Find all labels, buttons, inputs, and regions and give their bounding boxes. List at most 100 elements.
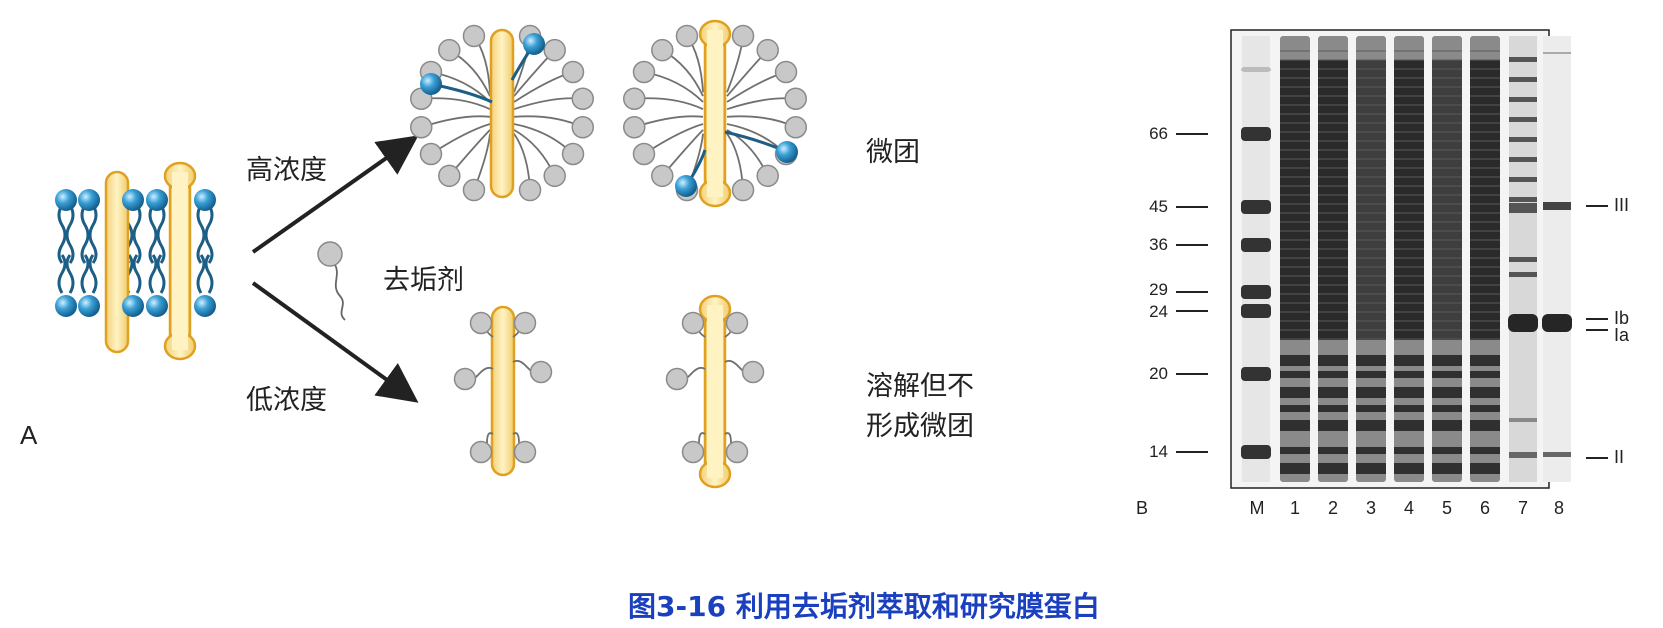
gel-stripe bbox=[1432, 140, 1462, 142]
gel-stripe bbox=[1394, 302, 1424, 304]
gel-stripe bbox=[1432, 311, 1462, 313]
gel-band bbox=[1509, 452, 1537, 458]
gel-stripe bbox=[1280, 275, 1310, 277]
dissolve-label-line2: 形成微团 bbox=[866, 411, 974, 442]
lipid-tail bbox=[204, 254, 214, 294]
micelle-right bbox=[622, 19, 808, 208]
gel-stripe bbox=[1280, 239, 1310, 241]
gel-stripe bbox=[1470, 122, 1500, 124]
lipid-tail bbox=[204, 204, 214, 264]
gel-band bbox=[1241, 238, 1271, 252]
gel-stripe bbox=[1318, 221, 1348, 223]
detergent-head bbox=[741, 360, 765, 384]
gel-stripe bbox=[1470, 149, 1500, 151]
gel-band bbox=[1280, 405, 1310, 412]
gel-stripe bbox=[1432, 284, 1462, 286]
detergent-head bbox=[469, 311, 493, 335]
gel-band bbox=[1543, 202, 1571, 210]
lipid-head bbox=[146, 189, 168, 211]
gel-stripe bbox=[1318, 257, 1348, 259]
gel-stripe bbox=[1356, 230, 1386, 232]
lipid-head bbox=[78, 189, 100, 211]
gel-stripe bbox=[1356, 149, 1386, 151]
lipid-head bbox=[194, 295, 216, 317]
gel-stripe bbox=[1318, 140, 1348, 142]
detergent-head bbox=[725, 440, 749, 464]
gel-stripe bbox=[1394, 131, 1424, 133]
lane-label-3: 3 bbox=[1365, 498, 1376, 518]
gel-stripe bbox=[1280, 329, 1310, 331]
gel-stripe bbox=[1432, 203, 1462, 205]
detergent-head bbox=[462, 178, 486, 202]
lipid-tail bbox=[88, 204, 98, 264]
gel-stripe bbox=[1394, 95, 1424, 97]
detergent-head bbox=[756, 38, 779, 62]
gel-stripe bbox=[1356, 338, 1386, 340]
gel-stripe bbox=[1470, 302, 1500, 304]
panel-a-label: A bbox=[20, 420, 38, 450]
band-label-iii: III bbox=[1614, 195, 1630, 215]
detergent-head bbox=[453, 367, 477, 391]
gel-band bbox=[1432, 355, 1462, 366]
sds-page-gel bbox=[1176, 29, 1608, 489]
marker-14: 14 bbox=[1149, 442, 1168, 461]
gel-stripe bbox=[1470, 239, 1500, 241]
gel-stripe bbox=[1280, 59, 1310, 61]
gel-stripe bbox=[1356, 194, 1386, 196]
gel-band bbox=[1356, 405, 1386, 412]
lipid-head bbox=[78, 295, 100, 317]
gel-stripe bbox=[1318, 275, 1348, 277]
gel-stripe bbox=[1470, 293, 1500, 295]
low-concentration-label: 低浓度 bbox=[246, 385, 327, 416]
gel-stripe bbox=[1394, 194, 1424, 196]
gel-band bbox=[1280, 355, 1310, 366]
gel-band bbox=[1432, 420, 1462, 431]
gel-band bbox=[1241, 67, 1271, 72]
detergent-head bbox=[543, 164, 566, 188]
gel-stripe bbox=[1432, 257, 1462, 259]
gel-stripe bbox=[1470, 203, 1500, 205]
gel-lane bbox=[1242, 36, 1270, 482]
gel-band bbox=[1318, 447, 1348, 454]
lipid-head bbox=[122, 295, 144, 317]
detergent-head bbox=[784, 87, 808, 111]
gel-band bbox=[1509, 57, 1537, 62]
gel-stripe bbox=[1432, 329, 1462, 331]
detergent-head bbox=[622, 115, 646, 139]
protein-body bbox=[707, 305, 723, 478]
gel-stripe bbox=[1356, 50, 1386, 52]
gel-stripe bbox=[1280, 230, 1310, 232]
lipid-head bbox=[523, 33, 545, 55]
detergent-head bbox=[681, 440, 705, 464]
detergent-head bbox=[681, 311, 705, 335]
gel-stripe bbox=[1318, 212, 1348, 214]
gel-band bbox=[1394, 447, 1424, 454]
gel-stripe bbox=[1356, 257, 1386, 259]
gel-stripe bbox=[1280, 338, 1310, 340]
gel-band bbox=[1542, 314, 1572, 332]
gel-band bbox=[1356, 447, 1386, 454]
detergent-head bbox=[651, 38, 674, 62]
gel-stripe bbox=[1318, 113, 1348, 115]
gel-stripe bbox=[1394, 257, 1424, 259]
gel-stripe bbox=[1432, 122, 1462, 124]
detergent-head bbox=[438, 38, 461, 62]
gel-stripe bbox=[1356, 158, 1386, 160]
gel-stripe bbox=[1356, 221, 1386, 223]
detergent-head bbox=[632, 60, 656, 84]
gel-stripe bbox=[1394, 248, 1424, 250]
gel-band bbox=[1241, 367, 1271, 381]
gel-stripe bbox=[1356, 311, 1386, 313]
gel-stripe bbox=[1394, 239, 1424, 241]
gel-stripe bbox=[1432, 68, 1462, 70]
gel-stripe bbox=[1356, 293, 1386, 295]
lane-label-5: 5 bbox=[1441, 498, 1452, 518]
lipid-tail bbox=[132, 254, 142, 294]
gel-stripe bbox=[1394, 140, 1424, 142]
gel-stripe bbox=[1394, 230, 1424, 232]
gel-band bbox=[1318, 387, 1348, 398]
gel-band bbox=[1318, 420, 1348, 431]
gel-stripe bbox=[1280, 68, 1310, 70]
gel-stripe bbox=[1470, 59, 1500, 61]
panel-b-label: B bbox=[1136, 498, 1149, 518]
